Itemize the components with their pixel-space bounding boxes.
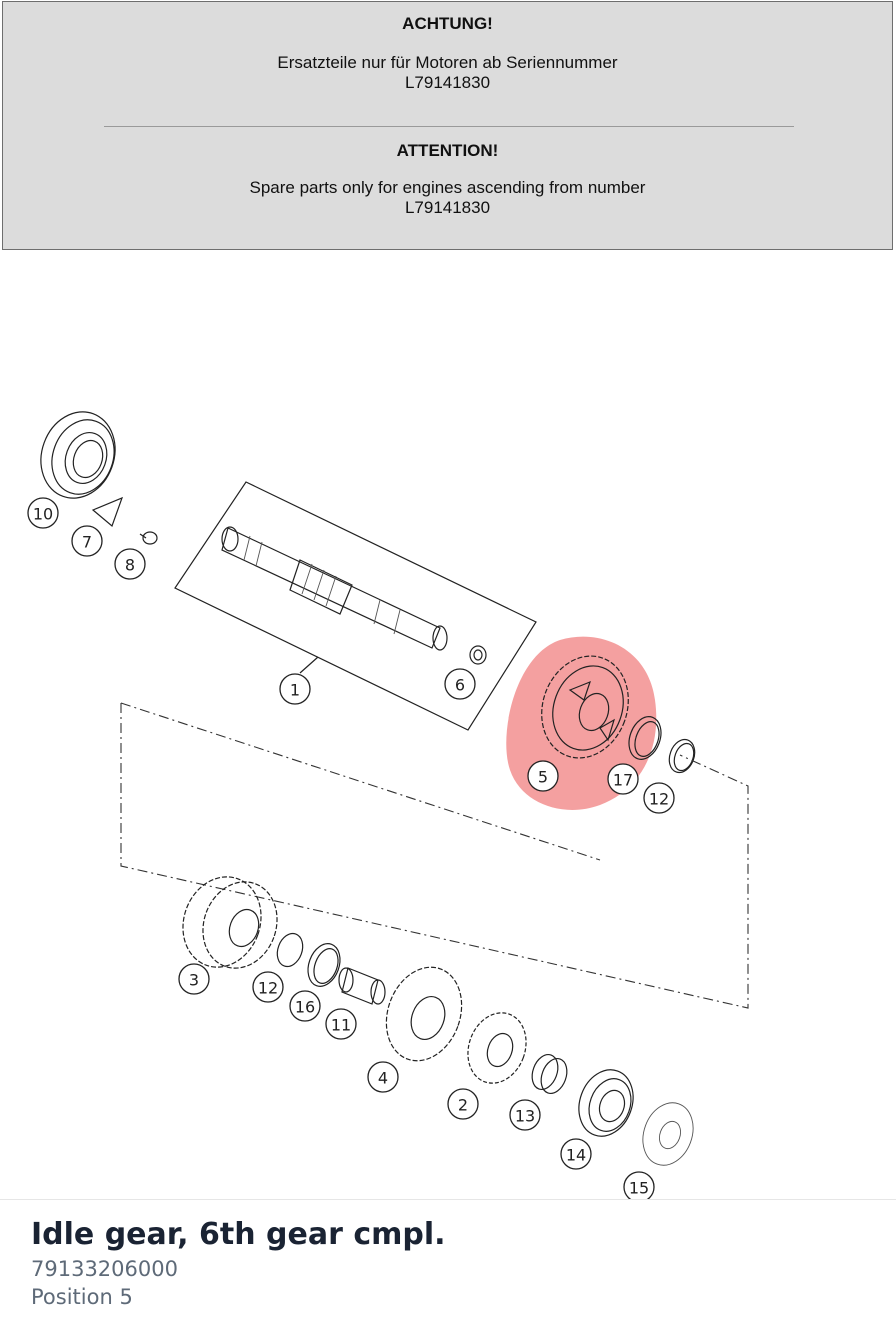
callout-label: 10 [33, 505, 53, 524]
leader-line [299, 656, 319, 674]
notice-text-de-line1: Ersatzteile nur für Motoren ab Seriennum… [277, 53, 618, 72]
notice-divider [104, 126, 794, 127]
assembly-outline-upper [120, 702, 601, 861]
callout-12[interactable]: 12 [252, 971, 284, 1003]
gear-4-icon [385, 966, 463, 1062]
notice-box: ACHTUNG! Ersatzteile nur für Motoren ab … [2, 1, 893, 250]
callout-circle [279, 673, 311, 705]
callout-label: 7 [82, 533, 92, 552]
callout-circle [643, 782, 675, 814]
notice-text-en: Spare parts only for engines ascending f… [3, 178, 892, 218]
callout-circle [367, 1061, 399, 1093]
callout-13[interactable]: 13 [509, 1099, 541, 1131]
notice-text-en-line1: Spare parts only for engines ascending f… [249, 178, 646, 197]
gear-3-icon [182, 876, 278, 969]
callout-8[interactable]: 8 [114, 548, 146, 580]
callout-label: 17 [613, 771, 633, 790]
callout-5[interactable]: 5 [527, 760, 559, 792]
callout-label: 8 [125, 556, 135, 575]
callout-7[interactable]: 7 [71, 525, 103, 557]
callout-label: 1 [290, 681, 300, 700]
callout-label: 14 [566, 1146, 586, 1165]
washer-icon [307, 943, 341, 987]
callout-6[interactable]: 6 [444, 668, 476, 700]
notice-heading-en: ATTENTION! [396, 141, 499, 160]
lock-plate-icon [91, 496, 124, 528]
needle-bearing-icon [338, 967, 386, 1005]
callout-circle [27, 497, 59, 529]
callout-circle [607, 763, 639, 795]
callout-circle [71, 525, 103, 557]
part-number: 79133206000 [31, 1257, 178, 1281]
washer-icon [628, 716, 662, 760]
callout-circle [447, 1088, 479, 1120]
callout-16[interactable]: 16 [289, 990, 321, 1022]
callout-12[interactable]: 12 [643, 782, 675, 814]
callout-4[interactable]: 4 [367, 1061, 399, 1093]
bearing-icon [40, 411, 116, 499]
callout-circle [527, 760, 559, 792]
idle-gear-6th-icon [541, 655, 629, 759]
callout-1[interactable]: 1 [279, 673, 311, 705]
notice-text-de: Ersatzteile nur für Motoren ab Seriennum… [3, 53, 892, 93]
part-title: Idle gear, 6th gear cmpl. [31, 1217, 446, 1252]
callout-2[interactable]: 2 [447, 1088, 479, 1120]
gear-2-icon [467, 1012, 527, 1084]
callout-3[interactable]: 3 [178, 963, 210, 995]
callout-label: 13 [515, 1107, 535, 1126]
callout-circle [325, 1008, 357, 1040]
part-position: Position 5 [31, 1285, 133, 1309]
callout-15[interactable]: 15 [623, 1171, 655, 1200]
assembly-outline [120, 703, 749, 1009]
callout-label: 12 [649, 790, 669, 809]
callout-circle [444, 668, 476, 700]
circlip-icon [276, 932, 304, 968]
callout-label: 11 [331, 1016, 351, 1035]
callout-circle [560, 1138, 592, 1170]
callout-circle [509, 1099, 541, 1131]
callout-circle [252, 971, 284, 1003]
notice-text-en-line2: L79141830 [404, 198, 491, 217]
notice-heading-de: ACHTUNG! [402, 14, 493, 33]
callout-label: 6 [455, 676, 465, 695]
callout-label: 5 [538, 768, 548, 787]
callout-label: 3 [189, 971, 199, 990]
callout-label: 16 [295, 998, 315, 1017]
callout-circle [178, 963, 210, 995]
shaft-frame [174, 481, 537, 731]
callout-circle [114, 548, 146, 580]
part-info-panel: Idle gear, 6th gear cmpl. 79133206000 Po… [0, 1199, 896, 1336]
callout-label: 2 [458, 1096, 468, 1115]
callout-14[interactable]: 14 [560, 1138, 592, 1170]
callout-label: 15 [629, 1179, 649, 1198]
callout-11[interactable]: 11 [325, 1008, 357, 1040]
needle-bearing-small-icon [469, 645, 487, 665]
main-shaft-icon [221, 526, 448, 651]
callout-10[interactable]: 10 [27, 497, 59, 529]
screw-icon [139, 531, 158, 545]
callout-17[interactable]: 17 [607, 763, 639, 795]
callout-label: 12 [258, 979, 278, 998]
callout-circle [289, 990, 321, 1022]
shim-icon [642, 1102, 694, 1166]
callout-circle [623, 1171, 655, 1200]
callout-label: 4 [378, 1069, 388, 1088]
notice-text-de-line2: L79141830 [404, 73, 491, 92]
bushing-icon [531, 1053, 568, 1095]
bearing-icon [578, 1069, 634, 1137]
